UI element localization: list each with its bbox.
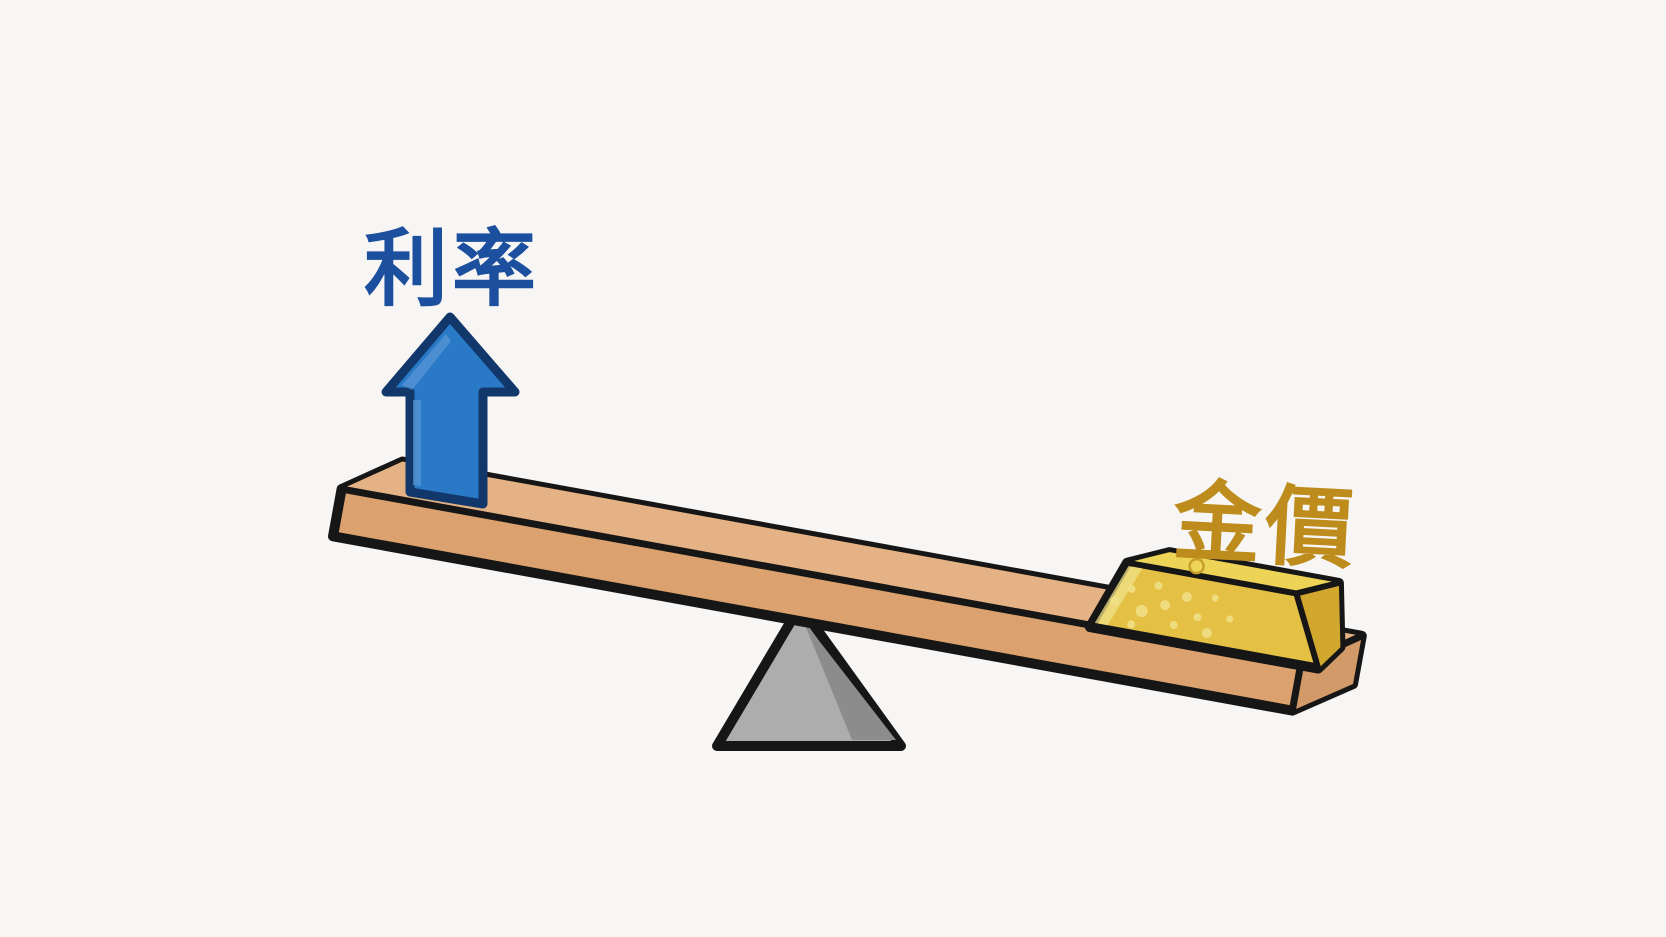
up-arrow-icon: [381, 312, 520, 509]
interest-rate-label: 利率: [364, 220, 540, 318]
gold-price-label: 金價: [1170, 469, 1360, 582]
up-arrow-highlight: [402, 334, 451, 486]
gold-bar-icon: [1084, 547, 1346, 674]
gold-bar-texture: [1110, 581, 1234, 639]
gold-bar-edge-lines: [1124, 559, 1342, 672]
seesaw-plank-group: [328, 456, 1367, 716]
plank-end-face: [1292, 635, 1362, 711]
gold-bar-left-highlight: [1094, 565, 1143, 626]
gold-bar-stamp: [1188, 557, 1205, 575]
gold-bar-side-face: [1296, 582, 1341, 669]
fulcrum-triangle: [712, 601, 906, 751]
gold-bar-top-face: [1127, 552, 1339, 594]
fulcrum-shaded-face: [803, 620, 896, 740]
